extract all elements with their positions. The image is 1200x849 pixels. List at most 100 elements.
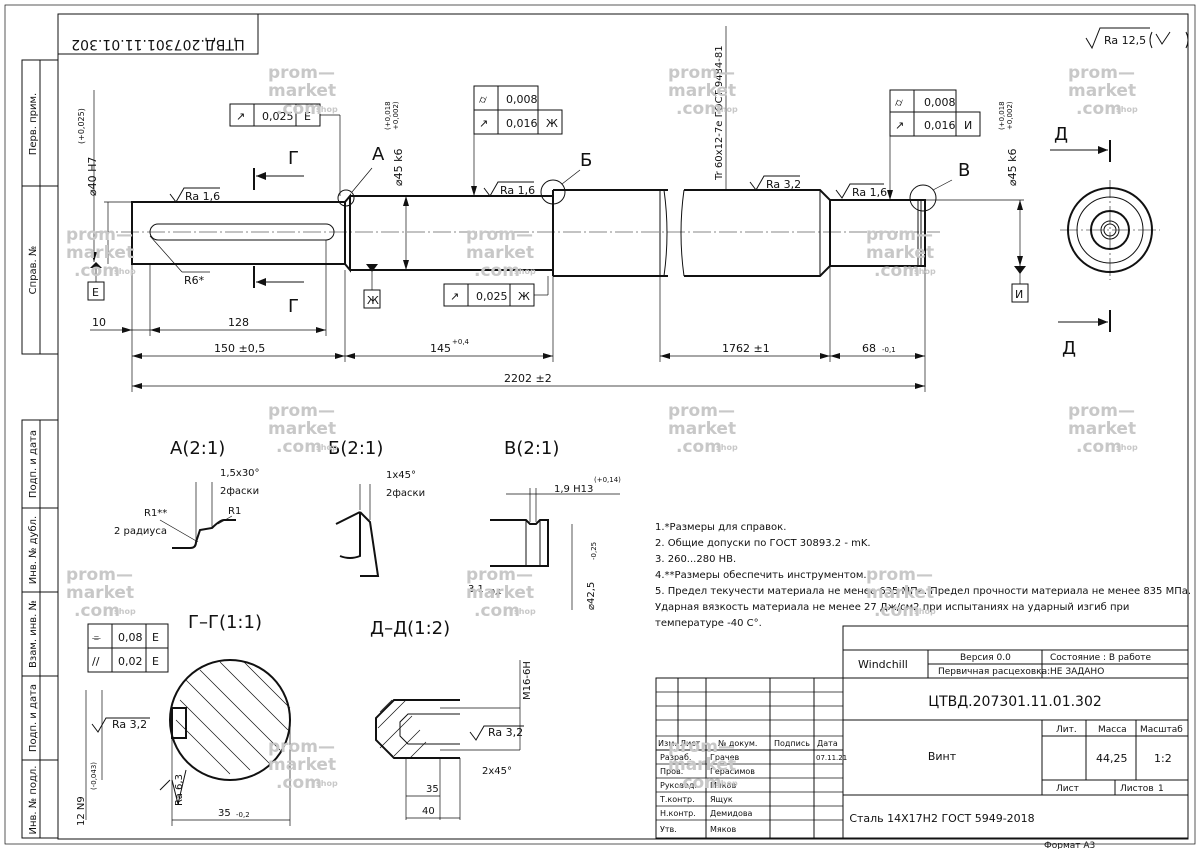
designation-mirrored: ЦТВД.207301.11.01.302 [71,36,245,52]
title-part-name: Винт [928,750,957,763]
role-2: Пров. [660,767,683,776]
svg-text:Версия 0.0: Версия 0.0 [960,653,1011,663]
svg-text:prom—: prom— [866,565,933,585]
svg-text:№ докум.: № докум. [718,739,757,748]
svg-text:температуре -40 С°.: температуре -40 С°. [655,618,762,629]
svg-text:Ra 6,3: Ra 6,3 [174,774,185,806]
svg-text:.com: .com [1076,437,1122,457]
svg-text:3. 260...280 HB.: 3. 260...280 HB. [655,554,736,565]
svg-text:market: market [268,81,336,101]
svg-text:4.**Размеры обеспечить инструм: 4.**Размеры обеспечить инструментом. [655,570,867,581]
dim-d45-right: ⌀45 k6 [1006,149,1019,187]
svg-text:shop: shop [1116,443,1138,452]
svg-text:prom—: prom— [66,565,133,585]
svg-text:0,008: 0,008 [506,93,538,106]
svg-text:0,025: 0,025 [262,110,294,123]
svg-text:-0,25: -0,25 [590,542,598,560]
dim-d45-right-tol-bot: +0,002) [1006,101,1014,130]
outer-frame [4,4,1196,845]
mass-value: 44,25 [1096,752,1128,765]
datum-zh: Ж [363,264,381,309]
dim-68-tol: -0,1 [882,346,896,354]
dim-d40-tol: (+0,025) [77,108,86,144]
svg-text:⌀42,5: ⌀42,5 [586,582,597,610]
svg-text:.com: .com [676,99,722,119]
view-letter-b: Б [580,150,592,171]
dim-thread: Tr 60x12-7e ГОСТ 9484-81 [714,45,725,181]
detail-a: А(2:1) 1,5x30° 2фаски R1** R1 2 радиуса [114,438,260,549]
svg-text:0,008: 0,008 [924,96,956,109]
svg-text:2. Общие допуски по ГОСТ 30893: 2. Общие допуски по ГОСТ 30893.2 - mK. [655,538,871,549]
dim-d45-mid-tol-bot: +0,002) [392,101,400,130]
svg-text://: // [92,655,100,668]
svg-text:↗: ↗ [895,119,904,132]
section-dd: Д–Д(1:2) M16-6H Ra 3,2 2х45° 35 40 [370,618,533,820]
svg-text:0,025: 0,025 [476,290,508,303]
shaft-roughness: Ra 1,6 Ra 1,6 Ra 3,2 Ra 1,6 R6* [149,175,887,287]
end-view: Д Д [1050,124,1160,359]
svg-text:2 радиуса: 2 радиуса [114,526,167,537]
dim-d45-mid-tol-top: (+0,018 [384,101,392,130]
dim-2202: 2202 ±2 [504,372,552,385]
svg-text:Ж: Ж [546,117,558,130]
strip-label-7: Инв. № подл. [28,766,39,835]
svg-text:market: market [466,243,534,263]
inner-frame [57,13,1189,840]
svg-text:Б(2:1): Б(2:1) [328,438,383,459]
strip-label-4: Инв. № дубл. [28,516,39,584]
svg-text:⌭: ⌭ [479,93,487,106]
svg-text:0,02: 0,02 [118,655,143,668]
svg-text:prom—: prom— [668,737,735,757]
svg-text:shop: shop [1116,105,1138,114]
svg-text:(+0,14): (+0,14) [594,476,621,484]
svg-text:Лист: Лист [1056,784,1079,794]
detail-v: В(2:1) 1,9 H13 (+0,14) ⌀42,5 -0,25 3,1 -… [468,438,621,610]
svg-text:market: market [268,755,336,775]
title-designation: ЦТВД.207301.11.01.302 [928,694,1102,710]
svg-text:Изм.: Изм. [658,739,677,748]
svg-text:shop: shop [914,267,936,276]
svg-text:1,9 H13: 1,9 H13 [554,484,593,495]
dim-10: 10 [92,316,106,329]
svg-text:shop: shop [716,105,738,114]
svg-text:Windchill: Windchill [858,658,908,671]
svg-text:market: market [866,583,934,603]
svg-text:shop: shop [114,267,136,276]
dim-68: 68 [862,342,876,355]
svg-text:prom—: prom— [268,737,335,757]
svg-text:Лит.: Лит. [1056,725,1077,735]
datum-e: Е [87,262,105,301]
svg-text:Масштаб: Масштаб [1140,725,1183,735]
gdt-frame-3: ↗ 0,025 Ж [443,276,549,307]
strip-label-5: Взам. инв. № [28,600,39,668]
svg-text:market: market [66,583,134,603]
svg-text:↗: ↗ [479,117,488,130]
svg-text:Листов: Листов [1120,784,1154,794]
svg-text:shop: shop [514,267,536,276]
svg-text:Первичная расцеховка:: Первичная расцеховка: [938,667,1050,677]
format-label: Формат А3 [1044,841,1095,849]
windchill-block: Windchill Версия 0.0 Состояние : В работ… [842,625,1189,679]
dim-145-tol: +0,4 [452,338,470,346]
svg-text:3,1: 3,1 [468,584,484,595]
svg-text:prom—: prom— [668,63,735,83]
svg-text:prom—: prom— [66,225,133,245]
r6-label: R6* [184,274,205,287]
role-3: Руковод. [660,781,697,790]
svg-text:shop: shop [316,779,338,788]
svg-text:↗: ↗ [236,110,245,123]
callout-circle-a [337,189,355,207]
svg-text:prom—: prom— [466,565,533,585]
svg-text:-0,2: -0,2 [236,811,250,819]
svg-text:prom—: prom— [668,401,735,421]
strip-label-6: Подп. и дата [28,684,39,752]
svg-text:Грачев: Грачев [710,753,740,762]
